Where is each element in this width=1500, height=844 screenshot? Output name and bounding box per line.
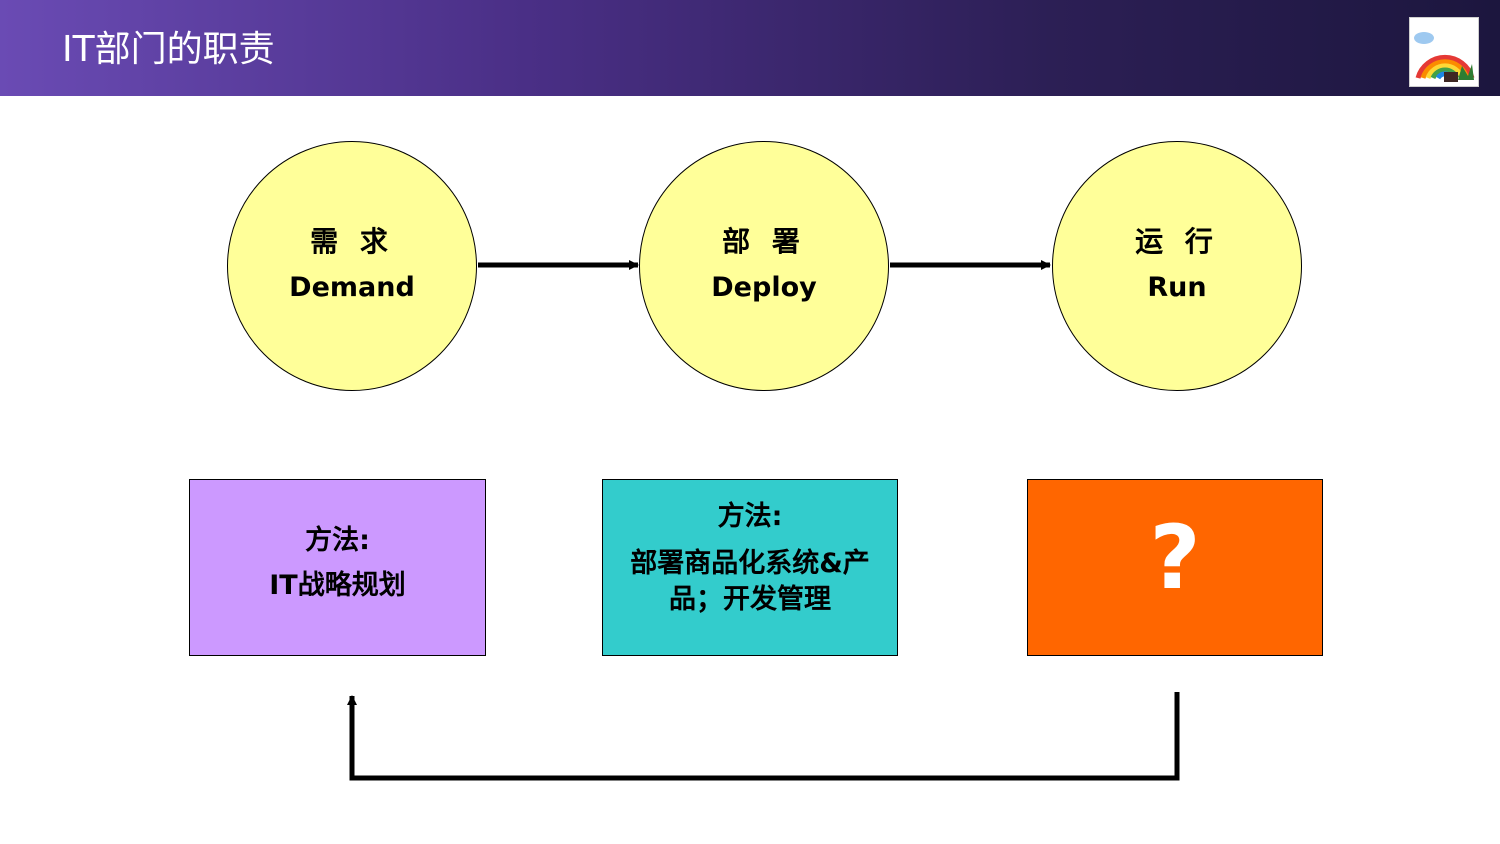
stage-deploy-circle: 部 署 Deploy	[639, 141, 889, 391]
stage-demand-circle: 需 求 Demand	[227, 141, 477, 391]
method-label: 方法:	[717, 501, 783, 532]
feedback-arrow	[347, 692, 1180, 781]
method-text: IT战略规划	[269, 570, 406, 601]
stage-deploy-en: Deploy	[711, 272, 817, 303]
method-label: 方法:	[305, 525, 370, 556]
stage-demand-cn: 需 求	[310, 225, 394, 258]
rainbow-logo-icon	[1409, 17, 1479, 87]
stage-run-en: Run	[1147, 272, 1207, 303]
method-box-run: ?	[1027, 479, 1323, 656]
stage-deploy-cn: 部 署	[722, 225, 806, 258]
stage-demand-en: Demand	[289, 272, 415, 303]
page-title: IT部门的职责	[62, 29, 275, 70]
method-box-demand: 方法: IT战略规划	[189, 479, 486, 656]
method-box-deploy: 方法: 部署商品化系统&产品；开发管理	[602, 479, 898, 656]
stage-run-cn: 运 行	[1135, 225, 1219, 258]
unknown-method-mark: ?	[1149, 506, 1201, 609]
stage-run-circle: 运 行 Run	[1052, 141, 1302, 391]
title-bar: IT部门的职责	[0, 0, 1500, 96]
method-text: 部署商品化系统&产品；开发管理	[630, 548, 870, 615]
